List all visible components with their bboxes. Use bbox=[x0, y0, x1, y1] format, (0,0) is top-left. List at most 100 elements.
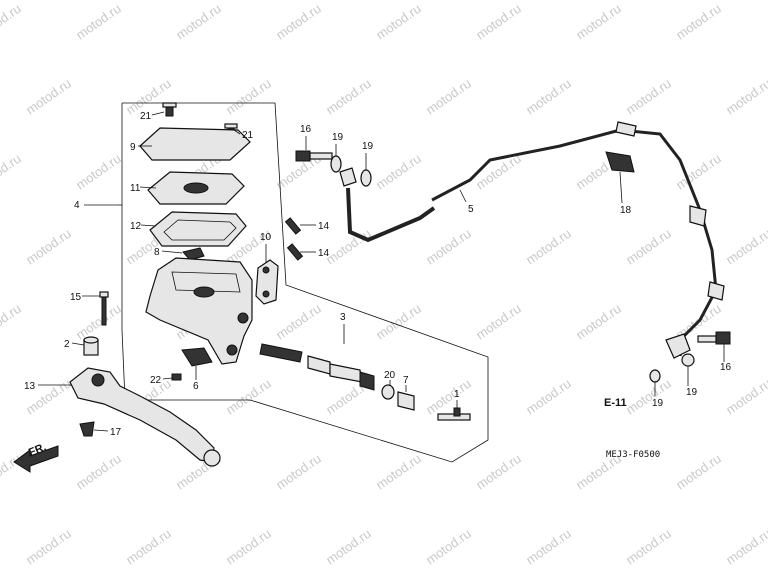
bolt-14-upper bbox=[284, 217, 302, 235]
diagram-code: MEJ3-F0500 bbox=[606, 450, 660, 460]
leader-line-c22 bbox=[162, 377, 173, 380]
bolt-16-top bbox=[295, 150, 333, 162]
callout-c3: 3 bbox=[340, 312, 346, 323]
watermark-text: motod.ru bbox=[623, 226, 674, 268]
callout-c20: 20 bbox=[384, 370, 396, 381]
callout-c19b: 19 bbox=[362, 141, 374, 152]
watermark-text: motod.ru bbox=[223, 376, 274, 418]
clutch-lever bbox=[69, 367, 215, 463]
callout-c19a: 19 bbox=[332, 132, 344, 143]
watermark-text: motod.ru bbox=[723, 226, 768, 268]
watermark-text: motod.ru bbox=[723, 76, 768, 118]
reservoir-cap bbox=[139, 127, 251, 161]
callout-c21b: 21 bbox=[242, 130, 254, 141]
watermark-text: motod.ru bbox=[723, 376, 768, 418]
callout-c18: 18 bbox=[620, 205, 632, 216]
watermark-text: motod.ru bbox=[523, 376, 574, 418]
watermark-text: motod.ru bbox=[573, 301, 624, 343]
callout-c14b: 14 bbox=[318, 248, 330, 259]
watermark-text: motod.ru bbox=[23, 526, 74, 568]
watermark-text: motod.ru bbox=[73, 151, 124, 193]
watermark-text: motod.ru bbox=[273, 301, 324, 343]
callout-c6: 6 bbox=[193, 381, 199, 392]
watermark-text: motod.ru bbox=[373, 151, 424, 193]
watermark-text: motod.ru bbox=[73, 301, 124, 343]
watermark-text: motod.ru bbox=[223, 526, 274, 568]
leader-line-c8 bbox=[161, 250, 183, 254]
clamp-hole-bottom bbox=[262, 290, 270, 298]
callout-c22: 22 bbox=[150, 375, 162, 386]
lever-pivot bbox=[91, 373, 105, 387]
callout-c4: 4 bbox=[74, 200, 80, 211]
leader-line-c5 bbox=[459, 189, 467, 203]
watermark-text: motod.ru bbox=[0, 151, 24, 193]
callout-c1: 1 bbox=[454, 389, 460, 400]
watermark-text: motod.ru bbox=[223, 76, 274, 118]
watermark-text: motod.ru bbox=[673, 451, 724, 493]
watermark-text: motod.ru bbox=[123, 526, 174, 568]
line-joint-top bbox=[615, 121, 637, 137]
callout-c19c: 19 bbox=[686, 387, 698, 398]
watermark-text: motod.ru bbox=[473, 1, 524, 43]
leader-line-c21a bbox=[151, 111, 165, 116]
front-arrow-icon bbox=[13, 445, 59, 473]
callout-c13: 13 bbox=[24, 381, 36, 392]
watermark-text: motod.ru bbox=[73, 1, 124, 43]
plate-hole bbox=[183, 182, 209, 194]
lever-end-ball bbox=[203, 449, 221, 467]
watermark-text: motod.ru bbox=[423, 226, 474, 268]
callout-c5: 5 bbox=[468, 204, 474, 215]
watermark-text: motod.ru bbox=[523, 226, 574, 268]
boot-7 bbox=[397, 391, 415, 411]
holder-clamp bbox=[255, 259, 279, 305]
callout-c8: 8 bbox=[154, 247, 160, 258]
washer-19-d bbox=[649, 369, 661, 383]
pivot-bolt-15 bbox=[99, 291, 109, 326]
line-clamp-18 bbox=[605, 151, 635, 173]
washer-19-b bbox=[360, 169, 372, 187]
assembly-frame bbox=[121, 102, 489, 463]
watermark-text: motod.ru bbox=[673, 1, 724, 43]
watermark-text: motod.ru bbox=[173, 1, 224, 43]
clutch-line-5 bbox=[431, 128, 718, 357]
bolt-16-lower bbox=[697, 331, 731, 345]
bolt-14-lower bbox=[286, 243, 304, 261]
callout-c15: 15 bbox=[70, 292, 82, 303]
leader-line-c11 bbox=[139, 186, 157, 189]
watermark-text: motod.ru bbox=[423, 76, 474, 118]
screw-22 bbox=[171, 373, 182, 381]
watermark-text: motod.ru bbox=[723, 526, 768, 568]
line-joint-low bbox=[707, 281, 725, 301]
watermark-text: motod.ru bbox=[623, 376, 674, 418]
callout-c9: 9 bbox=[130, 142, 136, 153]
washer-19-a bbox=[330, 155, 342, 173]
callout-c21a: 21 bbox=[140, 111, 152, 122]
watermark-text: motod.ru bbox=[0, 1, 24, 43]
watermark-text: motod.ru bbox=[473, 451, 524, 493]
reference-label: E-11 bbox=[604, 397, 627, 409]
leader-line-c18 bbox=[619, 171, 623, 204]
watermark-text: motod.ru bbox=[473, 301, 524, 343]
banjo-fitting-top bbox=[339, 167, 357, 187]
bushing-2 bbox=[83, 336, 99, 356]
body-mount-2 bbox=[226, 344, 238, 356]
hose-short bbox=[346, 187, 436, 243]
watermark-text: motod.ru bbox=[323, 76, 374, 118]
callout-c17: 17 bbox=[110, 427, 122, 438]
dust-cover-17 bbox=[79, 421, 95, 437]
watermark-text: motod.ru bbox=[273, 451, 324, 493]
watermark-text: motod.ru bbox=[373, 451, 424, 493]
watermark-text: motod.ru bbox=[73, 451, 124, 493]
watermark-text: motod.ru bbox=[373, 1, 424, 43]
watermark-text: motod.ru bbox=[273, 1, 324, 43]
watermark-text: motod.ru bbox=[23, 226, 74, 268]
watermark-text: motod.ru bbox=[623, 526, 674, 568]
watermark-text: motod.ru bbox=[673, 151, 724, 193]
clamp-hole-top bbox=[262, 266, 270, 274]
callout-c16b: 16 bbox=[720, 362, 732, 373]
leader-line-c17 bbox=[93, 429, 109, 432]
diaphragm bbox=[149, 211, 247, 247]
watermark-text: motod.ru bbox=[523, 526, 574, 568]
banjo-fitting-lower bbox=[665, 333, 691, 359]
